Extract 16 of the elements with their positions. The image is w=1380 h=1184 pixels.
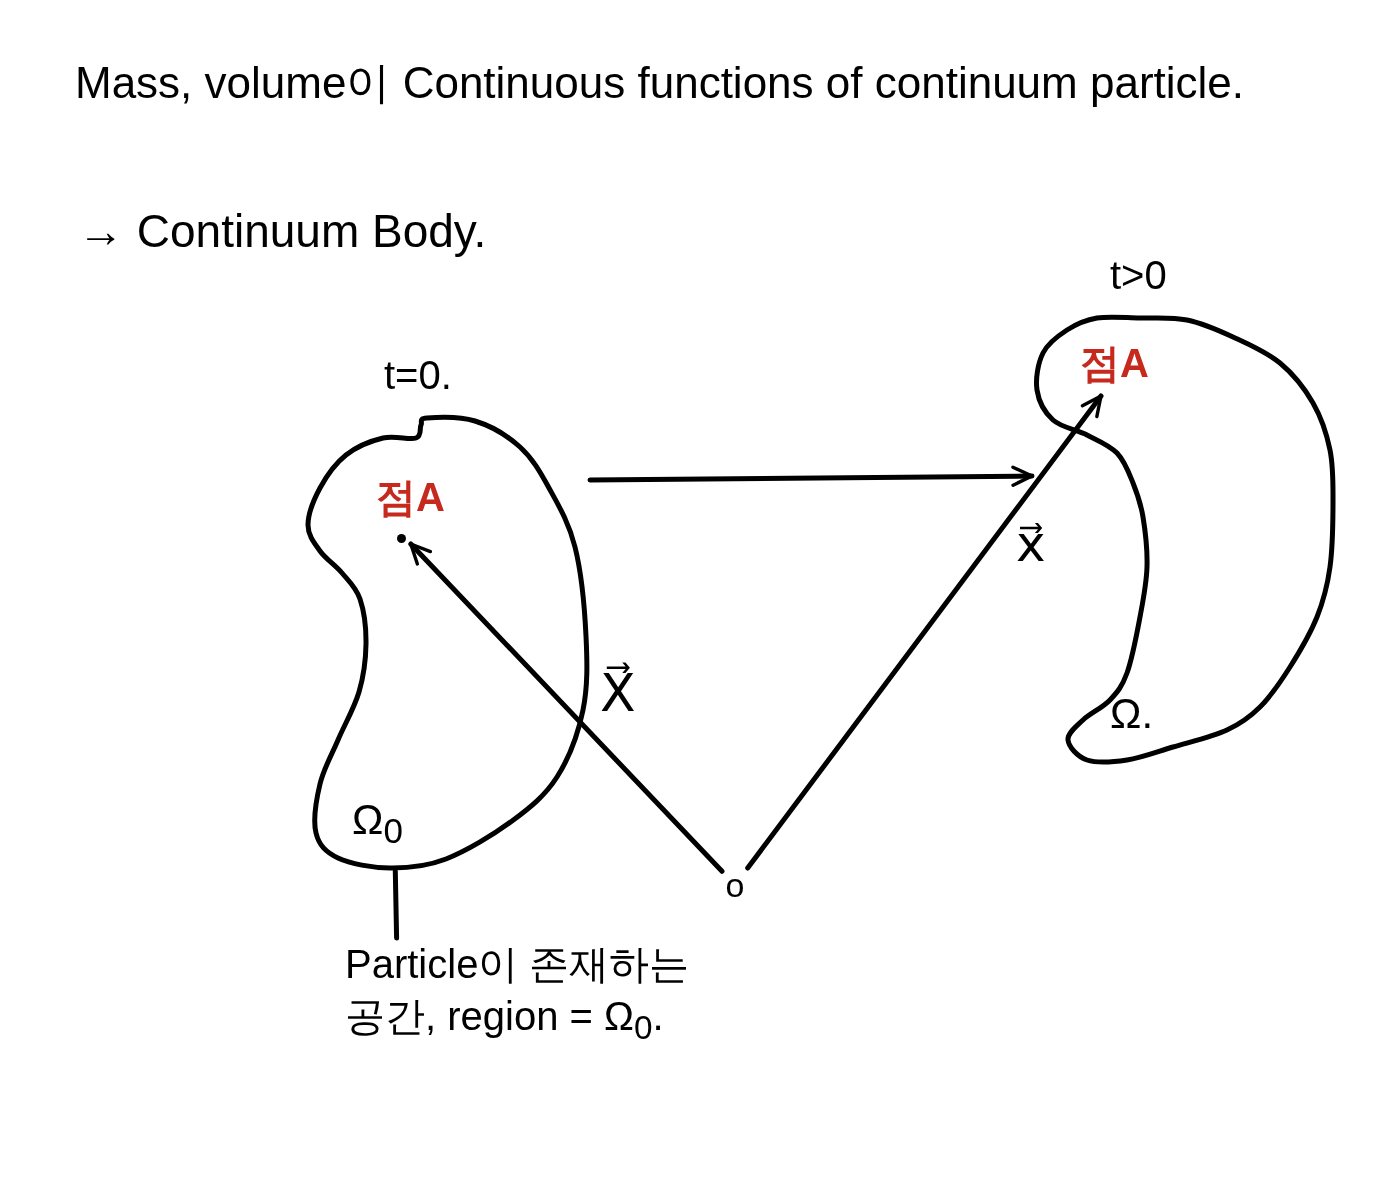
time-label: t>0	[1110, 252, 1167, 298]
subtitle-text: → Continuum Body.	[78, 205, 487, 258]
title-text: Mass, volume이 Continuous functions of continuum particle.	[75, 58, 1244, 109]
point-label: 점A	[1080, 340, 1149, 386]
vector-arrow	[745, 393, 1104, 871]
origin-label: o	[722, 868, 748, 902]
region-symbol: Ω.	[1110, 690, 1154, 739]
leader-line	[392, 868, 400, 941]
region-symbol: Ω$_{0}$	[352, 796, 403, 852]
vector-label: x⃗	[1016, 516, 1046, 574]
point-label: 점A	[376, 474, 445, 520]
time-label: t=0.	[384, 352, 452, 398]
note-text: Particle이 존재하는 공간, region = Ω$_{0}$.	[345, 938, 755, 1050]
vector-arrow	[408, 541, 725, 874]
arrow	[587, 465, 1035, 487]
vector-label: X⃗	[600, 664, 636, 724]
